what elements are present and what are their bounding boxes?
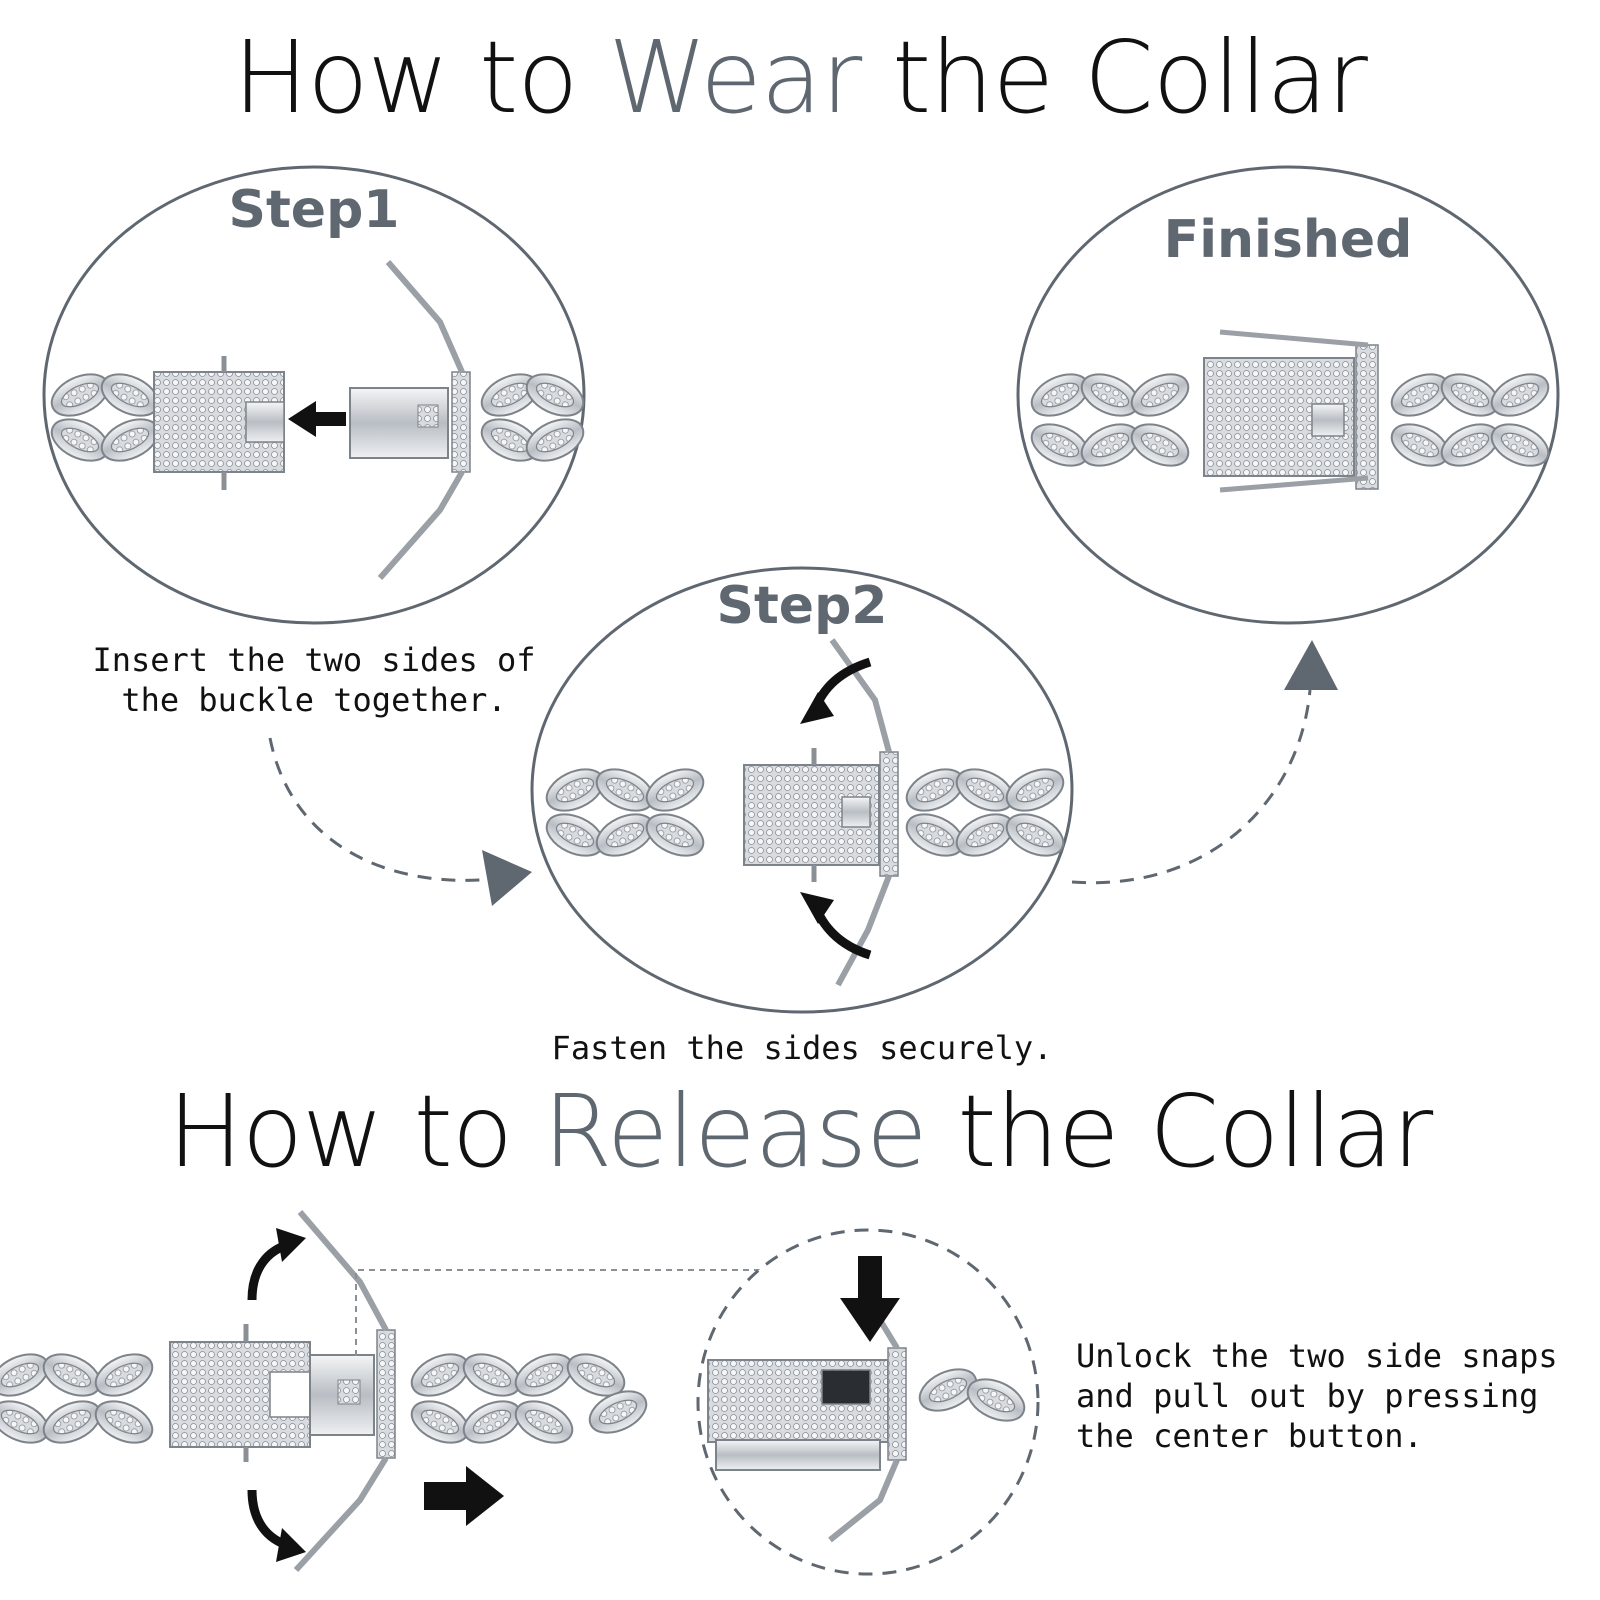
release-clasp <box>169 1210 396 1573</box>
wear-heading-pre: How to <box>233 19 609 136</box>
flow-arrow-step1-to-step2-icon <box>268 737 532 906</box>
release-caption: Unlock the two side snaps and pull out b… <box>1076 1336 1576 1456</box>
release-curved-arrow-top-icon <box>247 1228 306 1301</box>
zoom-leader-line <box>355 1269 762 1356</box>
finished-clasp <box>1203 329 1379 493</box>
finished-label: Finished <box>1163 210 1413 270</box>
flow-arrow-step2-to-finished-icon <box>1071 640 1338 885</box>
press-down-arrow-icon <box>840 1256 900 1342</box>
step1-tongue <box>349 260 471 580</box>
finished-circle <box>1016 165 1560 625</box>
step1-caption: Insert the two sides of the buckle toget… <box>64 640 564 720</box>
release-heading-post: the Collar <box>926 1073 1433 1190</box>
release-pull-arrow-icon <box>424 1466 504 1526</box>
release-caption-line2: and pull out by pressing <box>1076 1377 1539 1415</box>
step1-label: Step1 <box>228 180 400 240</box>
step1-clasp-box <box>153 356 285 490</box>
step2-curved-arrow-top-icon <box>800 657 872 724</box>
step2-caption: Fasten the sides securely. <box>551 1029 1053 1067</box>
release-heading: How to Release the Collar <box>0 1082 1600 1182</box>
step1-caption-line1: Insert the two sides of <box>92 641 536 679</box>
step2-curved-arrow-bottom-icon <box>800 892 872 960</box>
step2-circle <box>530 566 1074 1014</box>
release-caption-line1: Unlock the two side snaps <box>1076 1337 1558 1375</box>
step1-push-arrow-icon <box>288 401 346 437</box>
zoom-detail-circle <box>696 1228 1040 1576</box>
release-caption-line3: the center button. <box>1076 1417 1423 1455</box>
step2-label: Step2 <box>716 576 888 636</box>
wear-heading: How to Wear the Collar <box>0 28 1600 128</box>
release-chain-right <box>404 1345 654 1452</box>
release-heading-accent: Release <box>542 1073 928 1190</box>
release-chain-left <box>0 1345 160 1452</box>
step1-circle <box>42 165 591 625</box>
release-heading-pre: How to <box>167 1073 543 1190</box>
step2-clasp <box>743 638 899 987</box>
step1-caption-line2: the buckle together. <box>121 681 507 719</box>
wear-heading-post: the Collar <box>861 19 1368 136</box>
wear-heading-accent: Wear <box>608 19 862 136</box>
release-curved-arrow-bottom-icon <box>247 1489 306 1562</box>
